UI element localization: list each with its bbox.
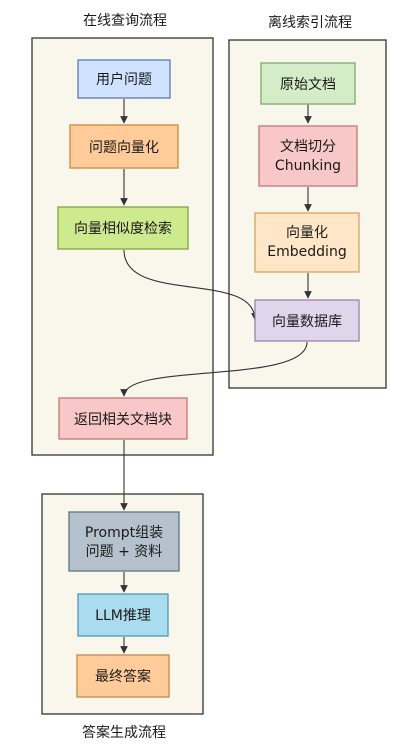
node-raw-docs: 原始文档 bbox=[260, 62, 356, 105]
node-llm-inference-label: LLM推理 bbox=[95, 608, 151, 624]
answer-group-title: 答案生成流程 bbox=[82, 724, 166, 741]
node-prompt-assembly-label-line2: 问题 + 资料 bbox=[86, 544, 163, 560]
node-question-vectorize: 问题向量化 bbox=[69, 124, 179, 169]
offline-group-title: 离线索引流程 bbox=[268, 14, 352, 31]
node-question-vectorize-label: 问题向量化 bbox=[89, 140, 159, 156]
node-chunking-box bbox=[258, 125, 358, 187]
node-similarity-search-label: 向量相似度检索 bbox=[74, 220, 172, 237]
edge-vectordb-to-return-chunks bbox=[120, 341, 308, 397]
edges bbox=[120, 99, 312, 654]
node-user-question: 用户问题 bbox=[77, 59, 171, 99]
node-embedding-box bbox=[254, 212, 360, 273]
node-chunking-label-line1: 文档切分 bbox=[280, 139, 336, 155]
online-group-title: 在线查询流程 bbox=[83, 13, 167, 29]
node-prompt-assembly-box bbox=[68, 511, 180, 572]
node-similarity-search-box bbox=[57, 206, 189, 250]
edge-search-to-vectordb bbox=[123, 249, 259, 321]
node-prompt-assembly-label-line1: Prompt组装 bbox=[85, 525, 163, 541]
node-llm-inference: LLM推理 bbox=[77, 593, 169, 637]
node-embedding-label-line1: 向量化 bbox=[286, 225, 328, 241]
node-similarity-search: 向量相似度检索 bbox=[57, 206, 189, 250]
node-return-chunks-label: 返回相关文档块 bbox=[74, 412, 172, 428]
node-user-question-label: 用户问题 bbox=[96, 71, 152, 88]
node-embedding-label-line2: Embedding bbox=[267, 244, 346, 260]
node-final-answer-box bbox=[76, 654, 170, 698]
node-return-chunks: 返回相关文档块 bbox=[58, 397, 188, 440]
node-raw-docs-box bbox=[260, 62, 356, 105]
node-final-answer: 最终答案 bbox=[76, 654, 170, 698]
node-user-question-box bbox=[77, 59, 171, 99]
node-vector-db: 向量数据库 bbox=[254, 299, 360, 342]
node-raw-docs-label: 原始文档 bbox=[280, 77, 336, 93]
node-chunking: 文档切分 Chunking bbox=[258, 125, 358, 187]
node-llm-inference-box bbox=[77, 593, 169, 637]
node-embedding: 向量化 Embedding bbox=[254, 212, 360, 273]
node-prompt-assembly: Prompt组装 问题 + 资料 bbox=[68, 511, 180, 572]
node-vector-db-label: 向量数据库 bbox=[272, 314, 342, 330]
node-vector-db-box bbox=[254, 299, 360, 342]
node-question-vectorize-box bbox=[69, 124, 179, 169]
node-chunking-label-line2: Chunking bbox=[275, 158, 341, 174]
node-return-chunks-box bbox=[58, 397, 188, 440]
node-final-answer-label: 最终答案 bbox=[95, 668, 151, 685]
